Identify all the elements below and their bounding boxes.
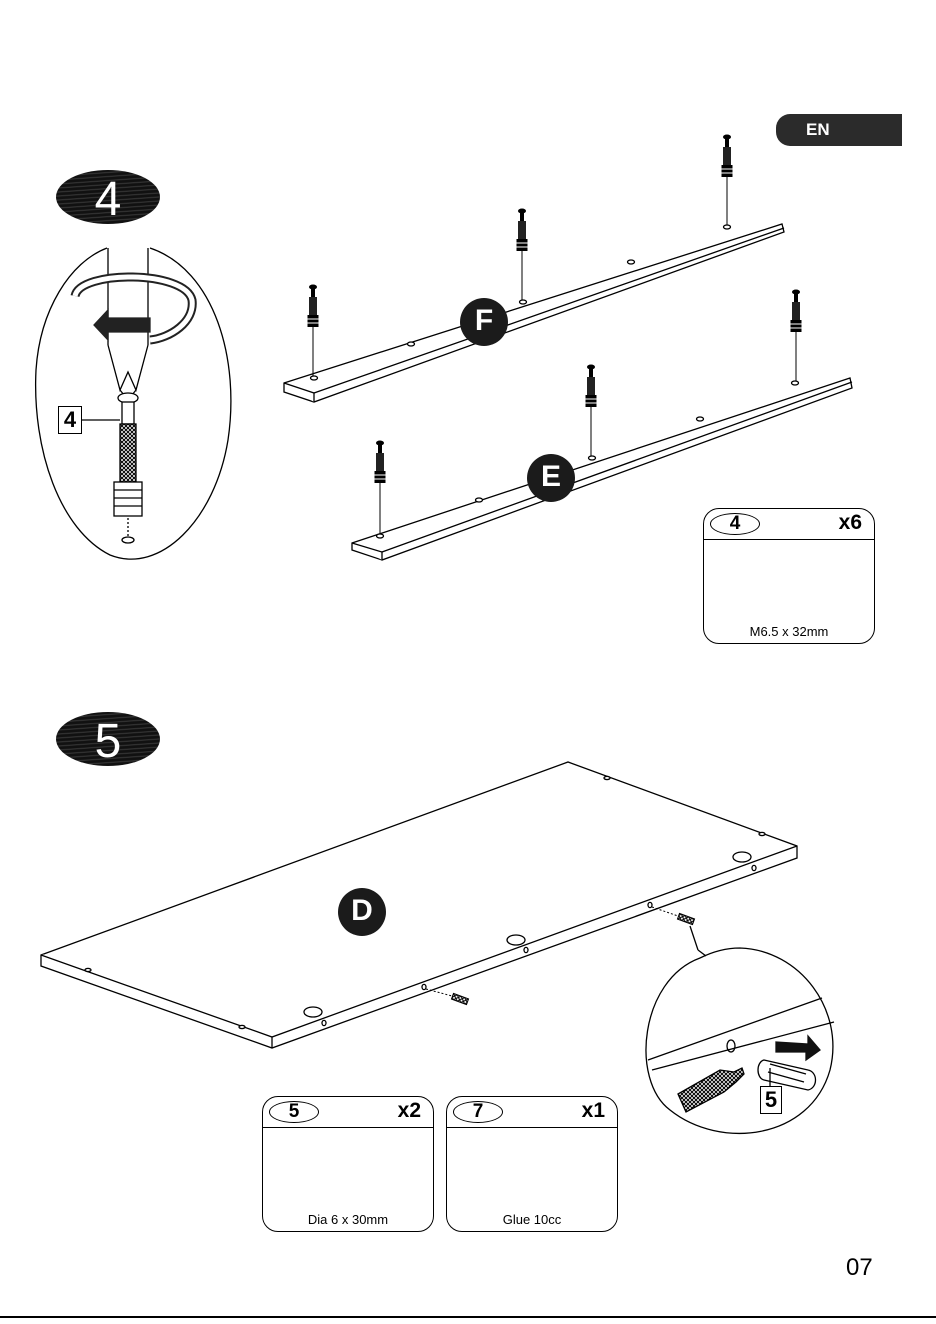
hardware-5-spec: Dia 6 x 30mm [263,1212,433,1227]
cam-bolt-icon [114,393,142,516]
hardware-5-qty: x2 [398,1099,421,1123]
glue-tube-icon [678,1068,744,1112]
step-4-detail-oval [36,248,231,559]
step-5-detail-circle [646,926,834,1133]
hardware-box-7: 7 x1 Glue 10cc [446,1096,618,1232]
hardware-7-spec: Glue 10cc [447,1212,617,1227]
hardware-5-id: 5 [269,1101,319,1123]
hardware-4-qty: x6 [839,511,862,535]
page-number: 07 [846,1254,873,1282]
hardware-box-5: 5 x2 Dia 6 x 30mm [262,1096,434,1232]
detail-label-5: 5 [760,1086,782,1114]
hardware-box-4: 4 x6 M6.5 x 32mm [703,508,875,644]
part-label-D: D [338,888,386,936]
part-label-F: F [460,298,508,346]
hardware-4-spec: M6.5 x 32mm [704,624,874,639]
detail-label-4: 4 [58,406,82,434]
rotate-arrow-icon [75,277,192,340]
part-label-D-text: D [338,894,386,928]
hardware-7-id: 7 [453,1101,503,1123]
hardware-box-7-header: 7 x1 [447,1097,617,1128]
part-label-E: E [527,454,575,502]
rail-F [284,224,784,402]
hardware-7-qty: x1 [582,1099,605,1123]
hardware-box-5-header: 5 x2 [263,1097,433,1128]
panel-D [41,762,797,1048]
part-label-E-text: E [527,460,575,494]
hardware-4-id: 4 [710,513,760,535]
hardware-box-4-header: 4 x6 [704,509,874,540]
bottom-rule [0,1316,936,1318]
part-label-F-text: F [460,304,508,338]
